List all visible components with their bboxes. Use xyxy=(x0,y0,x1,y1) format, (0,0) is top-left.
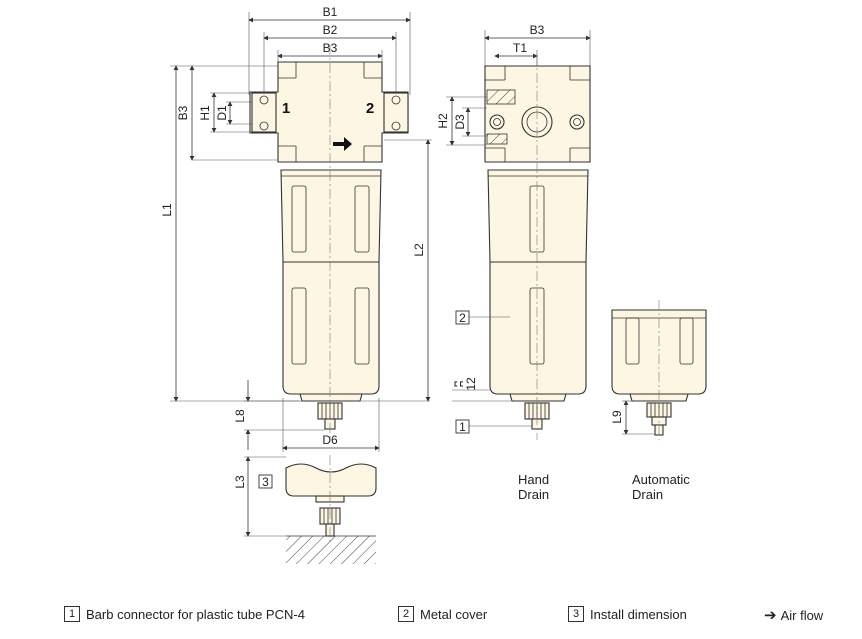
legend-item: 2 Metal cover xyxy=(398,606,487,622)
head-block xyxy=(249,61,409,163)
dim-b3-sideview: B3 xyxy=(530,23,545,37)
caption-hand-line2: Drain xyxy=(518,487,549,502)
dim-h2: H2 xyxy=(436,113,450,129)
legend-text: Metal cover xyxy=(420,606,488,622)
dim-b1: B1 xyxy=(323,5,338,19)
inlet-flange xyxy=(251,92,277,133)
legend: 1 Barb connector for plastic tube PCN-4 … xyxy=(0,600,862,630)
gauge-port xyxy=(486,89,516,105)
dim-b2: B2 xyxy=(323,23,338,37)
legend-num: 1 xyxy=(64,606,80,622)
install-bowl-cutaway xyxy=(285,463,377,497)
side-view: B3 T1 H2 D3 xyxy=(436,23,591,440)
dim-h1: H1 xyxy=(198,105,212,121)
dim-d1: D1 xyxy=(215,105,229,121)
dim-l2-group: L2 xyxy=(384,139,432,402)
connector-marker: 1 xyxy=(459,420,466,434)
legend-airflow-text: Air flow xyxy=(780,607,824,623)
side-lower-bowl xyxy=(489,261,587,395)
caption-automatic-line2: Drain xyxy=(632,487,663,502)
dim-l8: L8 xyxy=(233,409,247,423)
dim-s: 12 xyxy=(464,377,478,391)
legend-text: Install dimension xyxy=(590,606,687,622)
legend-item: 3 Install dimension xyxy=(568,606,687,622)
port-outlet-label: 2 xyxy=(366,100,374,117)
bolt-icon xyxy=(391,95,401,105)
legend-item: 1 Barb connector for plastic tube PCN-4 xyxy=(64,606,305,622)
bolt-icon xyxy=(259,121,269,131)
install-marker: 3 xyxy=(262,475,269,489)
legend-text: Barb connector for plastic tube PCN-4 xyxy=(86,606,305,622)
install-marker-box xyxy=(258,474,273,489)
side-upper-bowl xyxy=(487,169,589,263)
dim-d3: D3 xyxy=(453,114,467,130)
outlet-flange xyxy=(383,92,409,133)
mount-hole xyxy=(489,114,505,130)
bolt-icon xyxy=(391,121,401,131)
dim-d6: D6 xyxy=(322,433,338,447)
dim-s-prefix: ʭ xyxy=(452,381,466,387)
upper-bowl xyxy=(280,169,382,263)
airflow-arrow-icon xyxy=(333,137,352,151)
dim-b3-side: B3 xyxy=(176,105,190,120)
front-view: B1 B2 B3 1 2 B3 xyxy=(160,5,430,564)
legend-num: 2 xyxy=(398,606,414,622)
automatic-drain-view: L9 xyxy=(610,300,707,440)
mount-hole xyxy=(569,114,585,130)
auto-drain-bowl xyxy=(611,309,707,395)
legend-num: 3 xyxy=(568,606,584,622)
cover-marker: 2 xyxy=(459,311,466,325)
dim-l1: L1 xyxy=(160,203,174,217)
legend-airflow: ➔ Air flow xyxy=(764,606,823,624)
dim-l2: L2 xyxy=(412,243,426,257)
cover-marker-box xyxy=(455,310,470,325)
arrow-right-icon: ➔ xyxy=(764,607,777,624)
caption-automatic-line1: Automatic xyxy=(632,472,690,487)
technical-drawing: B1 B2 B3 1 2 B3 xyxy=(160,5,707,564)
dim-l3: L3 xyxy=(233,475,247,489)
dim-t1: T1 xyxy=(513,41,527,55)
ground-hatch xyxy=(286,536,376,564)
bolt-icon xyxy=(259,95,269,105)
dim-l9: L9 xyxy=(610,410,624,424)
lower-bowl xyxy=(282,261,380,395)
connector-marker-box xyxy=(455,419,470,434)
caption-hand-line1: Hand xyxy=(518,472,549,487)
port-inlet-label: 1 xyxy=(282,100,290,117)
